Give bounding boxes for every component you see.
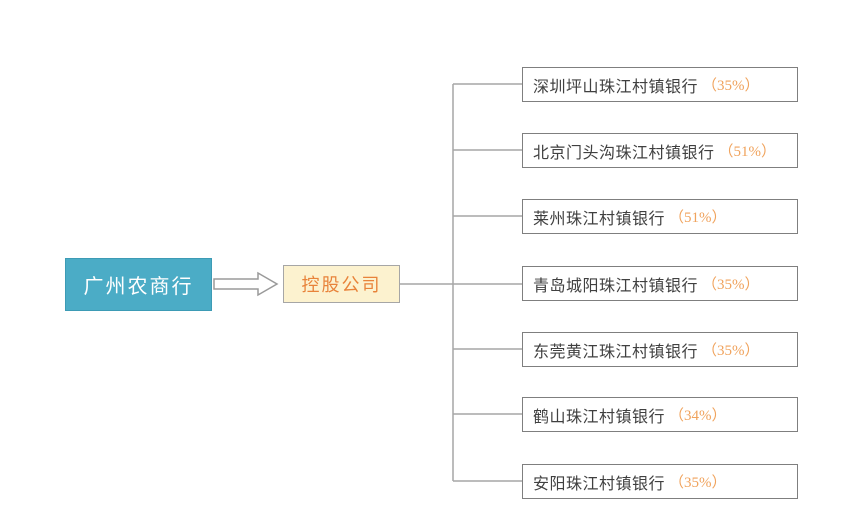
subsidiary-box: 莱州珠江村镇银行 （51%）	[522, 199, 798, 234]
subsidiary-name: 深圳坪山珠江村镇银行	[533, 78, 699, 96]
subsidiary-name: 青岛城阳珠江村镇银行	[533, 277, 699, 295]
subsidiary-stake: （51%）	[718, 144, 777, 160]
holding-company-box: 控股公司	[283, 265, 400, 303]
subsidiary-stake: （35%）	[669, 475, 727, 491]
subsidiary-box: 安阳珠江村镇银行 （35%）	[522, 464, 798, 499]
right-block-arrow-icon	[213, 271, 279, 297]
parent-bank-box: 广州农商行	[65, 258, 212, 311]
subsidiary-name: 北京门头沟珠江村镇银行	[533, 144, 715, 162]
holding-company-label: 控股公司	[301, 275, 382, 295]
subsidiary-stake: （35%）	[702, 343, 760, 359]
subsidiary-stake: （35%）	[702, 78, 760, 94]
subsidiary-name: 安阳珠江村镇银行	[533, 475, 666, 493]
subsidiary-name: 莱州珠江村镇银行	[533, 210, 666, 228]
subsidiary-name: 东莞黄江珠江村镇银行	[533, 343, 699, 361]
subsidiary-box: 北京门头沟珠江村镇银行 （51%）	[522, 133, 798, 168]
subsidiary-box: 东莞黄江珠江村镇银行 （35%）	[522, 332, 798, 367]
subsidiary-stake: （35%）	[702, 277, 760, 293]
subsidiary-stake: （34%）	[669, 408, 727, 424]
parent-bank-label: 广州农商行	[83, 276, 194, 298]
subsidiary-box: 青岛城阳珠江村镇银行 （35%）	[522, 266, 798, 301]
subsidiary-name: 鹤山珠江村镇银行	[533, 408, 666, 426]
subsidiary-box: 深圳坪山珠江村镇银行 （35%）	[522, 67, 798, 102]
subsidiary-box: 鹤山珠江村镇银行 （34%）	[522, 397, 798, 432]
subsidiary-stake: （51%）	[669, 210, 727, 226]
